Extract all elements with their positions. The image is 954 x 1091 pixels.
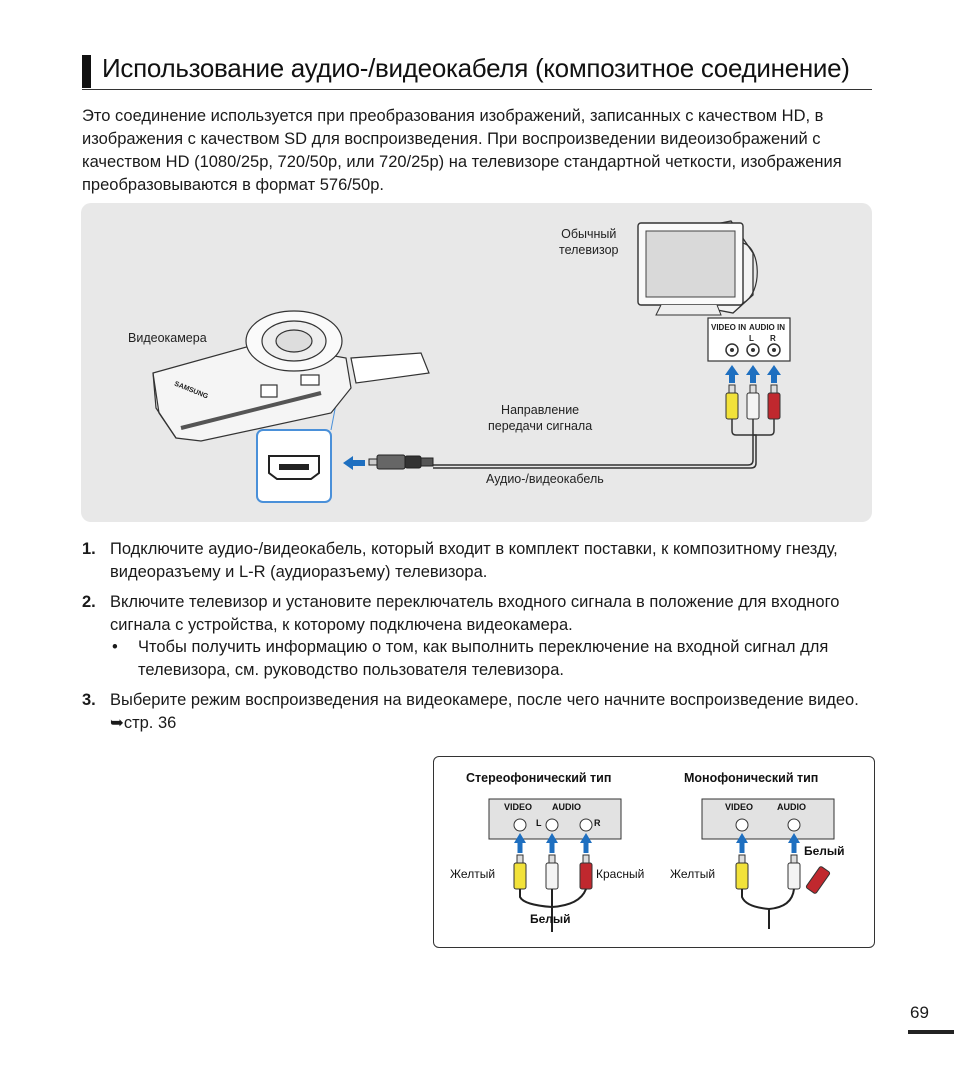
- step-number: 3.: [82, 691, 96, 709]
- port-zoom-box: [256, 377, 342, 503]
- signal-arrows-up: [725, 365, 781, 383]
- stereo-white-label: Белый: [530, 912, 571, 926]
- connection-diagram-graphic: [152, 220, 791, 503]
- bullet-text: Чтобы получить информацию о том, как вып…: [138, 638, 829, 679]
- title-marker: [82, 55, 91, 88]
- tv-label-line-2: телевизор: [559, 243, 619, 257]
- direction-label-line-2: передачи сигнала: [488, 419, 593, 433]
- step-number: 1.: [82, 540, 96, 558]
- direction-label-line-1: Направление: [501, 403, 580, 417]
- intro-paragraph: Это соединение используется при преобраз…: [82, 107, 842, 194]
- step-text: Подключите аудио-/видеокабель, который в…: [110, 540, 838, 581]
- stereo-arrows: [514, 833, 592, 853]
- signal-arrow-left: [343, 456, 365, 470]
- page-reference: ➥стр. 36: [110, 713, 177, 732]
- cable-types-graphic: [488, 798, 835, 932]
- audio-in-label: AUDIO IN: [749, 323, 785, 332]
- step-3: 3. Выберите режим воспроизведения на вид…: [82, 689, 882, 734]
- stereo-yellow-label: Желтый: [450, 867, 496, 881]
- camcorder-label: Видеокамера: [128, 331, 207, 345]
- connection-diagram: Обычный телевизор Видеокамера Направлени…: [81, 203, 872, 522]
- av-cable: [433, 419, 775, 469]
- tv-illustration: [637, 220, 758, 316]
- stereo-r-label: R: [594, 818, 601, 828]
- stereo-plugs: [513, 854, 593, 890]
- mini-connector: [368, 454, 434, 470]
- rca-plugs: [725, 384, 781, 420]
- stereo-l-label: L: [536, 818, 542, 828]
- mono-type-title: Монофонический тип: [684, 771, 819, 785]
- step-text: Включите телевизор и установите переключ…: [110, 593, 840, 634]
- page-title: Использование аудио-/видеокабеля (композ…: [102, 53, 850, 83]
- tv-input-panel: [707, 317, 791, 362]
- audio-l-label: L: [749, 334, 754, 343]
- mono-audio-label: AUDIO: [777, 802, 806, 812]
- stereo-audio-label: AUDIO: [552, 802, 581, 812]
- stereo-video-label: VIDEO: [504, 802, 533, 812]
- page-number: 69: [910, 1003, 929, 1022]
- section-header: Использование аудио-/видеокабеля (композ…: [82, 53, 872, 90]
- steps-list: 1. Подключите аудио-/видеокабель, которы…: [82, 538, 882, 742]
- mono-plugs: [735, 854, 831, 894]
- mono-arrows: [736, 833, 800, 853]
- video-in-label: VIDEO IN: [711, 323, 747, 332]
- page-number-underline: [908, 1030, 954, 1034]
- stereo-panel: [488, 798, 622, 840]
- mono-white-label: Белый: [804, 844, 845, 858]
- mono-yellow-label: Желтый: [670, 867, 716, 881]
- cable-types-box: Стереофонический тип Монофонический тип …: [433, 756, 875, 948]
- mono-panel: [701, 798, 835, 840]
- step-2: 2. Включите телевизор и установите перек…: [82, 591, 882, 681]
- tv-label-line-1: Обычный: [561, 227, 617, 241]
- camcorder-illustration: [152, 310, 430, 442]
- audio-r-label: R: [770, 334, 776, 343]
- stereo-type-title: Стереофонический тип: [466, 771, 612, 785]
- step-number: 2.: [82, 593, 96, 611]
- cable-label: Аудио-/видеокабель: [486, 472, 604, 486]
- tv-label: Обычный телевизор: [559, 226, 619, 258]
- mono-video-label: VIDEO: [725, 802, 754, 812]
- stereo-red-label: Красный: [596, 867, 645, 881]
- direction-label: Направление передачи сигнала: [488, 402, 592, 434]
- step-2-bullet: • Чтобы получить информацию о том, как в…: [110, 636, 882, 681]
- step-text: Выберите режим воспроизведения на видеок…: [110, 691, 859, 709]
- step-1: 1. Подключите аудио-/видеокабель, которы…: [82, 538, 882, 583]
- bullet-icon: •: [112, 638, 118, 656]
